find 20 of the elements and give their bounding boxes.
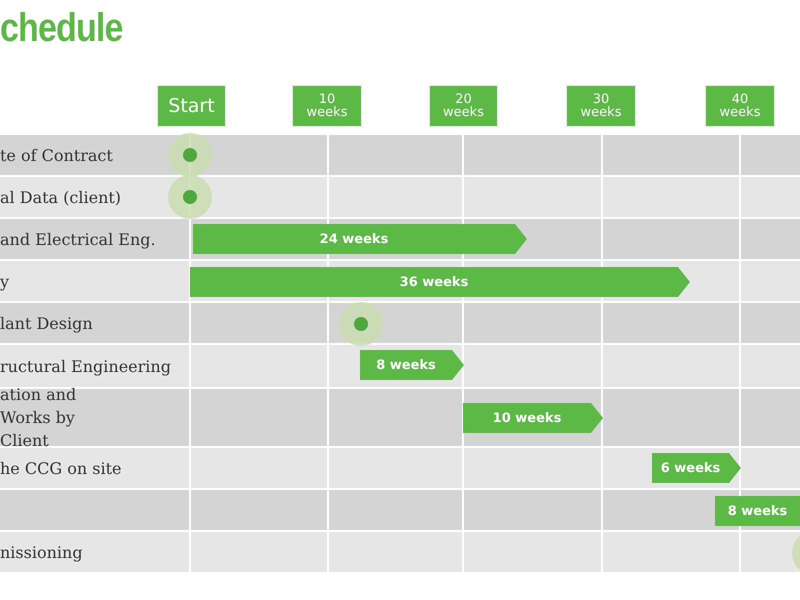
week-header: 20 weeks bbox=[430, 86, 497, 126]
task-label: he CCG on site bbox=[0, 458, 122, 480]
week-header: Start bbox=[158, 86, 225, 126]
duration-bar: 24 weeks bbox=[193, 224, 527, 254]
duration-bar: 6 weeks bbox=[652, 453, 741, 483]
task-label: lant Design bbox=[0, 312, 93, 334]
week-header: 30 weeks bbox=[567, 86, 635, 126]
title: chedule bbox=[0, 6, 123, 51]
task-label: y bbox=[0, 270, 10, 292]
week-header: 10 weeks bbox=[293, 86, 361, 126]
duration-bar: 8 weeks bbox=[715, 496, 800, 526]
duration-bar: 10 weeks bbox=[463, 403, 603, 433]
week-header: 40 weeks bbox=[706, 86, 774, 126]
task-label: al Data (client) bbox=[0, 186, 122, 208]
duration-bar: 36 weeks bbox=[190, 267, 690, 297]
task-label: te of Contract bbox=[0, 144, 113, 166]
duration-bar: 8 weeks bbox=[360, 350, 464, 380]
task-label: nissioning bbox=[0, 542, 83, 564]
task-label: ructural Engineering bbox=[0, 356, 171, 378]
task-label: and Electrical Eng. bbox=[0, 228, 156, 250]
